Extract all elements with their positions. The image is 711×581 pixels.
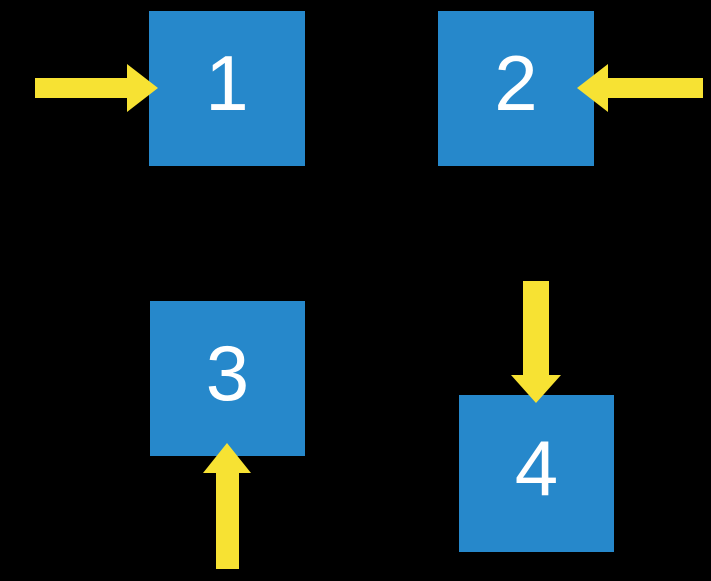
square-2[interactable]: 2 xyxy=(438,11,594,166)
arrow-up-icon xyxy=(203,443,251,569)
square-1[interactable]: 1 xyxy=(149,11,305,166)
arrow-down-icon xyxy=(511,281,561,403)
square-1-label: 1 xyxy=(205,39,249,127)
square-4-label: 4 xyxy=(514,424,559,512)
square-4[interactable]: 4 xyxy=(459,395,614,552)
square-3[interactable]: 3 xyxy=(150,301,305,456)
square-2-label: 2 xyxy=(494,39,538,127)
square-3-label: 3 xyxy=(205,329,250,417)
arrow-right-icon xyxy=(35,64,158,112)
arrow-left-icon xyxy=(577,64,703,112)
